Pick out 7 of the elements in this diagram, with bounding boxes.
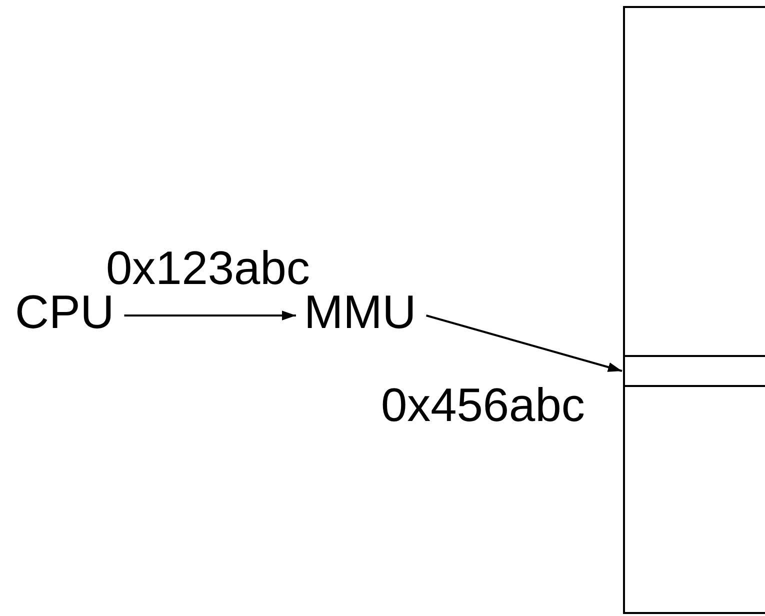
- arrow: [124, 310, 296, 320]
- memory-block: [623, 6, 765, 614]
- arrow: [426, 314, 622, 372]
- component-label: MMU: [304, 288, 416, 335]
- component-label: CPU: [15, 288, 114, 335]
- address-label: 0x123abc: [106, 244, 310, 291]
- memory-slot: [623, 355, 765, 387]
